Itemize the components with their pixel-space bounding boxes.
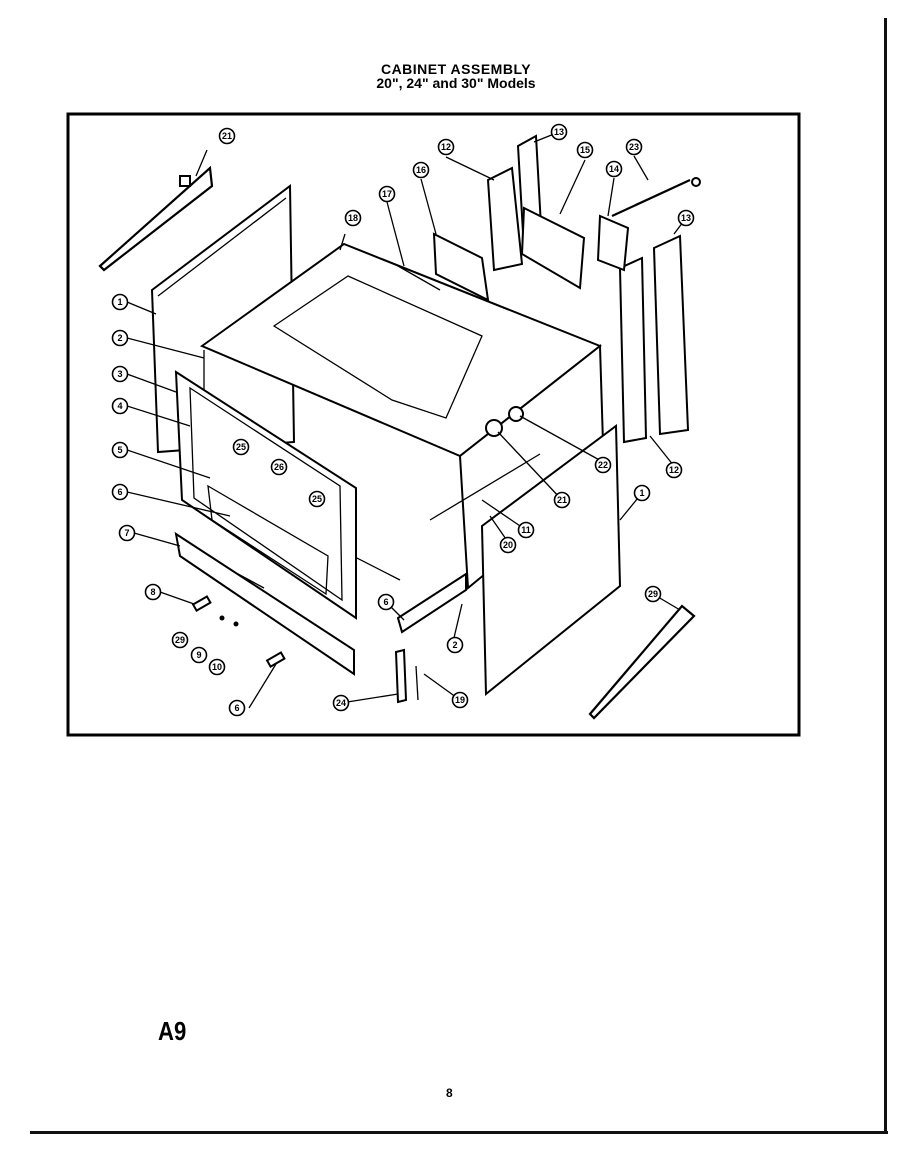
svg-text:29: 29 [648,589,658,599]
part-hinges [191,595,286,668]
svg-text:21: 21 [222,131,232,141]
callout-13-top: 13 [550,123,568,141]
callout-13-right: 13 [677,209,695,227]
callout-6-bottom: 6 [228,699,246,717]
svg-text:1: 1 [639,488,644,498]
diagram-frame [66,112,801,737]
diagram-code: A9 [158,1016,187,1046]
callout-10: 10 [208,658,226,676]
callout-25-upper: 25 [232,438,250,456]
svg-text:8: 8 [150,587,155,597]
part-rod-top-left [98,165,214,272]
svg-text:16: 16 [416,165,426,175]
svg-text:14: 14 [609,164,619,174]
svg-text:13: 13 [554,127,564,137]
page-title: CABINET ASSEMBLY [380,61,532,77]
svg-text:9: 9 [196,650,201,660]
callout-1-left: 1 [111,293,129,311]
svg-text:24: 24 [336,698,346,708]
page-number: 8 [446,1086,453,1100]
callout-14: 14 [605,160,623,178]
part-door-frame [174,370,357,620]
svg-text:13: 13 [681,213,691,223]
callout-6-left: 6 [111,483,129,501]
svg-text:1: 1 [117,297,122,307]
callout-9: 9 [190,646,208,664]
callout-3: 3 [111,365,129,383]
part-rear-posts [486,134,690,444]
svg-text:15: 15 [580,145,590,155]
svg-text:2: 2 [452,640,457,650]
svg-text:3: 3 [117,369,122,379]
svg-text:19: 19 [455,695,465,705]
svg-text:29: 29 [175,635,185,645]
part-front-rail [394,572,467,704]
part-wire-harness [611,177,701,217]
part-kick-plate [174,531,355,676]
svg-text:20: 20 [503,540,513,550]
svg-text:2: 2 [117,333,122,343]
callout-8: 8 [144,583,162,601]
callout-12-top: 12 [437,138,455,156]
callout-21-middle: 21 [553,491,571,509]
svg-text:11: 11 [521,525,531,535]
svg-text:6: 6 [234,703,239,713]
svg-text:10: 10 [212,662,222,672]
callout-7: 7 [118,524,136,542]
callout-4: 4 [111,397,129,415]
page-border-right [884,18,887,1134]
svg-text:5: 5 [117,445,122,455]
page-subtitle: 20", 24" and 30" Models [376,75,536,91]
svg-text:23: 23 [629,142,639,152]
callout-2-right: 2 [446,636,464,654]
svg-text:22: 22 [598,460,608,470]
callout-24: 24 [332,694,350,712]
svg-text:6: 6 [117,487,122,497]
callout-2-left: 2 [111,329,129,347]
callout-11: 11 [517,521,535,539]
part-rod-bottom-right [588,604,696,720]
callout-22: 22 [594,456,612,474]
callout-12-right: 12 [665,461,683,479]
svg-text:12: 12 [441,142,451,152]
svg-text:25: 25 [312,494,322,504]
callout-18: 18 [344,209,362,227]
svg-text:21: 21 [557,495,567,505]
svg-text:6: 6 [383,597,388,607]
callout-15: 15 [576,141,594,159]
page-border-bottom [30,1131,888,1134]
callout-1-right: 1 [633,484,651,502]
callout-25-lower: 25 [308,490,326,508]
part-back-panels [397,206,630,302]
callout-17: 17 [378,185,396,203]
callout-23: 23 [625,138,643,156]
part-right-side-panel [480,424,622,697]
callout-20: 20 [499,536,517,554]
svg-text:7: 7 [124,528,129,538]
svg-text:12: 12 [669,465,679,475]
callout-19: 19 [451,691,469,709]
callout-29-left: 29 [171,631,189,649]
svg-text:18: 18 [348,213,358,223]
callout-6-right: 6 [377,593,395,611]
callout-29-right: 29 [644,585,662,603]
svg-text:25: 25 [236,442,246,452]
callout-26: 26 [270,458,288,476]
svg-text:17: 17 [382,189,392,199]
svg-text:4: 4 [117,401,122,411]
callout-21-top-left: 21 [218,127,236,145]
callout-16: 16 [412,161,430,179]
callout-5: 5 [111,441,129,459]
svg-text:26: 26 [274,462,284,472]
